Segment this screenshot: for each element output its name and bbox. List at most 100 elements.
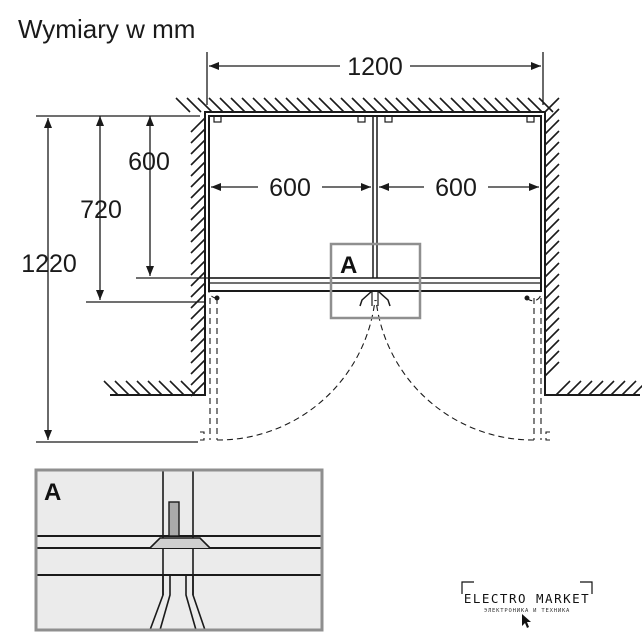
dimension-600-vertical-label: 600 — [128, 148, 170, 176]
hatch-line — [252, 97, 268, 113]
hatch-line — [544, 284, 560, 300]
hatch-line — [190, 183, 206, 199]
hatch-line — [180, 380, 196, 396]
hatch-line — [516, 97, 532, 113]
wall-hatching — [103, 97, 642, 397]
hatch-line — [577, 380, 593, 396]
hatch-line — [318, 97, 334, 113]
dimension-1220-vertical — [36, 115, 200, 443]
hatch-line — [190, 172, 206, 188]
hatch-line — [190, 238, 206, 254]
hatch-line — [219, 97, 235, 113]
hatch-line — [190, 249, 206, 265]
hatch-line — [544, 306, 560, 322]
hatch-line — [190, 348, 206, 364]
dimension-600-right-label: 600 — [435, 174, 477, 202]
dimension-1200-label: 1200 — [347, 53, 403, 81]
hatch-line — [384, 97, 400, 113]
hatch-line — [544, 218, 560, 234]
hatch-line — [186, 97, 202, 113]
hatch-line — [190, 304, 206, 320]
hatch-line — [544, 361, 560, 377]
hatch-line — [190, 260, 206, 276]
hatch-line — [417, 97, 433, 113]
hatch-line — [566, 380, 582, 396]
hatch-line — [241, 97, 257, 113]
hatch-line — [190, 128, 206, 144]
hatch-line — [125, 380, 141, 396]
hatch-line — [544, 295, 560, 311]
hatch-line — [527, 97, 543, 113]
hatch-line — [263, 97, 279, 113]
dimension-600-left-label: 600 — [269, 174, 311, 202]
hatch-line — [544, 229, 560, 245]
hatch-line — [296, 97, 312, 113]
hatch-line — [632, 384, 642, 396]
hatch-line — [544, 207, 560, 223]
hatch-line — [406, 97, 422, 113]
hatch-line — [190, 282, 206, 298]
hatch-line — [103, 380, 119, 396]
hatch-line — [230, 97, 246, 113]
diagram-title: Wymiary w mm — [18, 14, 196, 44]
logo-name: ELECTRO MARKET — [464, 591, 590, 606]
hatch-line — [544, 141, 560, 157]
hatch-line — [544, 174, 560, 190]
hatch-line — [544, 262, 560, 278]
hatch-line — [544, 339, 560, 355]
detail-a-frame — [329, 242, 422, 320]
hatch-line — [544, 130, 560, 146]
hatch-line — [169, 380, 185, 396]
dimension-720-vertical-label: 720 — [80, 196, 122, 224]
hatch-line — [190, 326, 206, 342]
hatch-line — [599, 380, 615, 396]
dimension-1220-vertical-label: 1220 — [21, 250, 77, 278]
hatch-line — [544, 273, 560, 289]
hatch-line — [329, 97, 345, 113]
hatch-line — [307, 97, 323, 113]
hatch-line — [351, 97, 367, 113]
hatch-line — [494, 97, 510, 113]
hatch-line — [190, 359, 206, 375]
hatch-line — [544, 350, 560, 366]
hatch-line — [285, 97, 301, 113]
hatch-line — [544, 240, 560, 256]
hatch-line — [544, 108, 560, 124]
hatch-line — [483, 97, 499, 113]
hatch-line — [544, 152, 560, 168]
hatch-line — [472, 97, 488, 113]
dimension-720-vertical — [86, 116, 205, 303]
hatch-line — [136, 380, 152, 396]
detail-a-label: A — [340, 252, 357, 279]
hatch-line — [544, 317, 560, 333]
hatch-line — [610, 380, 626, 396]
hatch-line — [544, 119, 560, 135]
hatch-line — [544, 328, 560, 344]
hatch-line — [190, 139, 206, 155]
hatch-line — [190, 150, 206, 166]
hatch-line — [158, 380, 174, 396]
hatch-line — [362, 97, 378, 113]
hatch-line — [274, 97, 290, 113]
hatch-line — [538, 97, 554, 113]
hatch-line — [190, 227, 206, 243]
hatch-line — [190, 117, 206, 133]
hatch-line — [190, 194, 206, 210]
logo-tagline: ЭЛЕКТРОНИКА И ТЕХНИКА — [484, 608, 570, 614]
hatch-line — [190, 293, 206, 309]
hatch-line — [544, 97, 560, 113]
hatch-line — [147, 380, 163, 396]
hatch-line — [190, 205, 206, 221]
hatch-line — [190, 271, 206, 287]
hatch-line — [114, 380, 130, 396]
hatch-line — [450, 97, 466, 113]
hatch-line — [175, 97, 191, 113]
hatch-line — [190, 337, 206, 353]
hatch-line — [340, 97, 356, 113]
hatch-line — [428, 97, 444, 113]
hatch-line — [197, 97, 213, 113]
hatch-line — [190, 161, 206, 177]
hatch-line — [190, 370, 206, 386]
hatch-line — [588, 380, 604, 396]
